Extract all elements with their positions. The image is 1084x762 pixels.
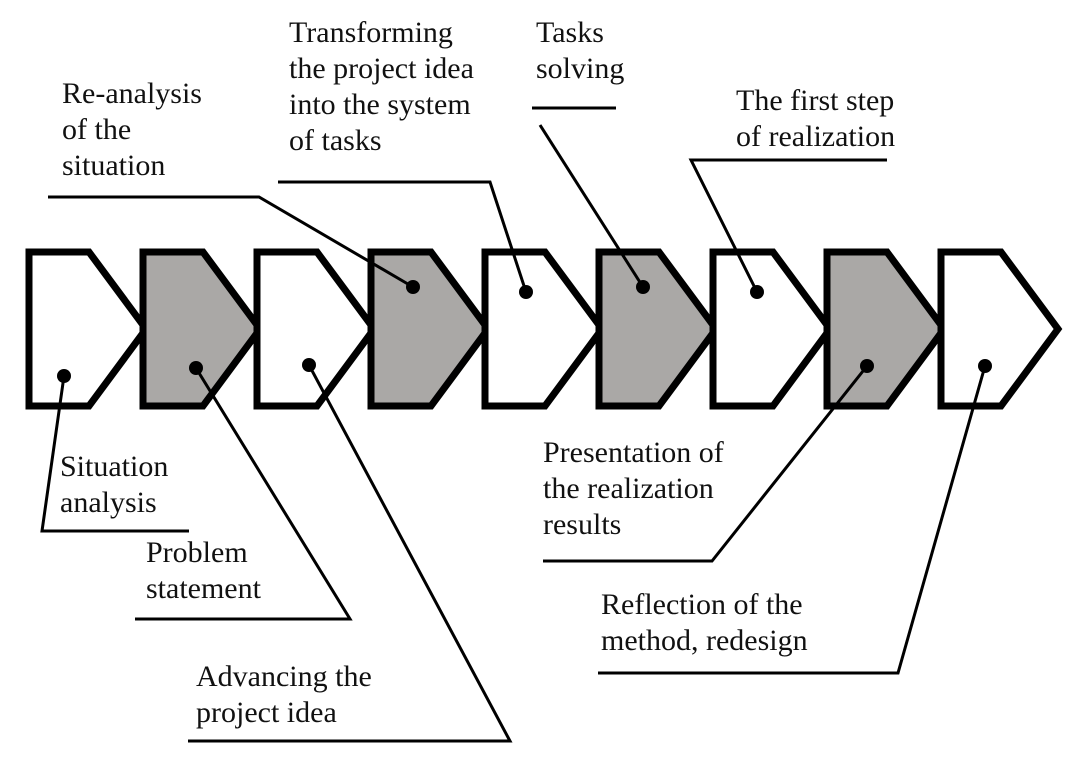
anchor-dot-7	[750, 285, 764, 299]
step-label-line: of realization	[736, 120, 895, 153]
step-label-line: Tasks	[536, 16, 604, 49]
anchor-dot-2	[189, 361, 203, 375]
step-shape-7	[709, 248, 835, 410]
step-label-line: into the system	[289, 88, 471, 121]
step-shape-1	[25, 248, 151, 410]
step-label-line: Situation	[60, 450, 168, 483]
callout-leaders	[40, 106, 992, 743]
anchor-dot-1	[57, 369, 71, 383]
anchor-dot-9	[978, 359, 992, 373]
step-label-line: of tasks	[289, 124, 382, 157]
leader-line-9	[598, 365, 987, 675]
leader-line-2	[135, 367, 353, 621]
chevron-chain	[25, 248, 1063, 410]
step-label-line: Advancing the	[196, 660, 372, 693]
step-shape-9	[937, 248, 1063, 410]
anchor-dot-4	[406, 280, 420, 294]
leader-line-6	[538, 124, 645, 288]
step-label-line: results	[543, 508, 621, 541]
leader-line-4	[48, 195, 414, 289]
leader-line-3	[188, 364, 513, 743]
step-label-line: Presentation of	[543, 436, 724, 469]
step-shape-5	[481, 248, 607, 410]
anchor-dot-5	[519, 285, 533, 299]
anchor-dot-8	[860, 359, 874, 373]
step-label-line: The first step	[736, 84, 894, 117]
leader-line-7	[688, 158, 887, 293]
leader-line-5	[278, 180, 528, 293]
anchor-dot-3	[302, 358, 316, 372]
step-label-line: solving	[536, 52, 624, 85]
step-shape-8	[823, 248, 949, 410]
step-label-line: situation	[62, 149, 165, 182]
step-shape-6	[595, 248, 721, 410]
step-shape-4	[367, 248, 493, 410]
step-shape-2	[139, 248, 265, 410]
step-shape-3	[253, 248, 379, 410]
anchor-dot-6	[636, 280, 650, 294]
step-label-line: project idea	[196, 696, 337, 729]
step-label-line: method, redesign	[601, 624, 808, 657]
leader-line-1	[40, 375, 189, 533]
leader-line-8	[543, 365, 869, 563]
step-label-line: of the	[62, 113, 131, 146]
step-label-line: Problem	[146, 536, 248, 569]
step-label-line: analysis	[60, 486, 157, 519]
step-label-line: statement	[146, 572, 262, 605]
step-label-line: Transforming	[289, 16, 453, 49]
step-label-line: Reflection of the	[601, 588, 803, 621]
step-label-line: the project idea	[289, 52, 474, 85]
step-label-line: Re-analysis	[62, 77, 202, 110]
step-label-line: the realization	[543, 472, 714, 505]
